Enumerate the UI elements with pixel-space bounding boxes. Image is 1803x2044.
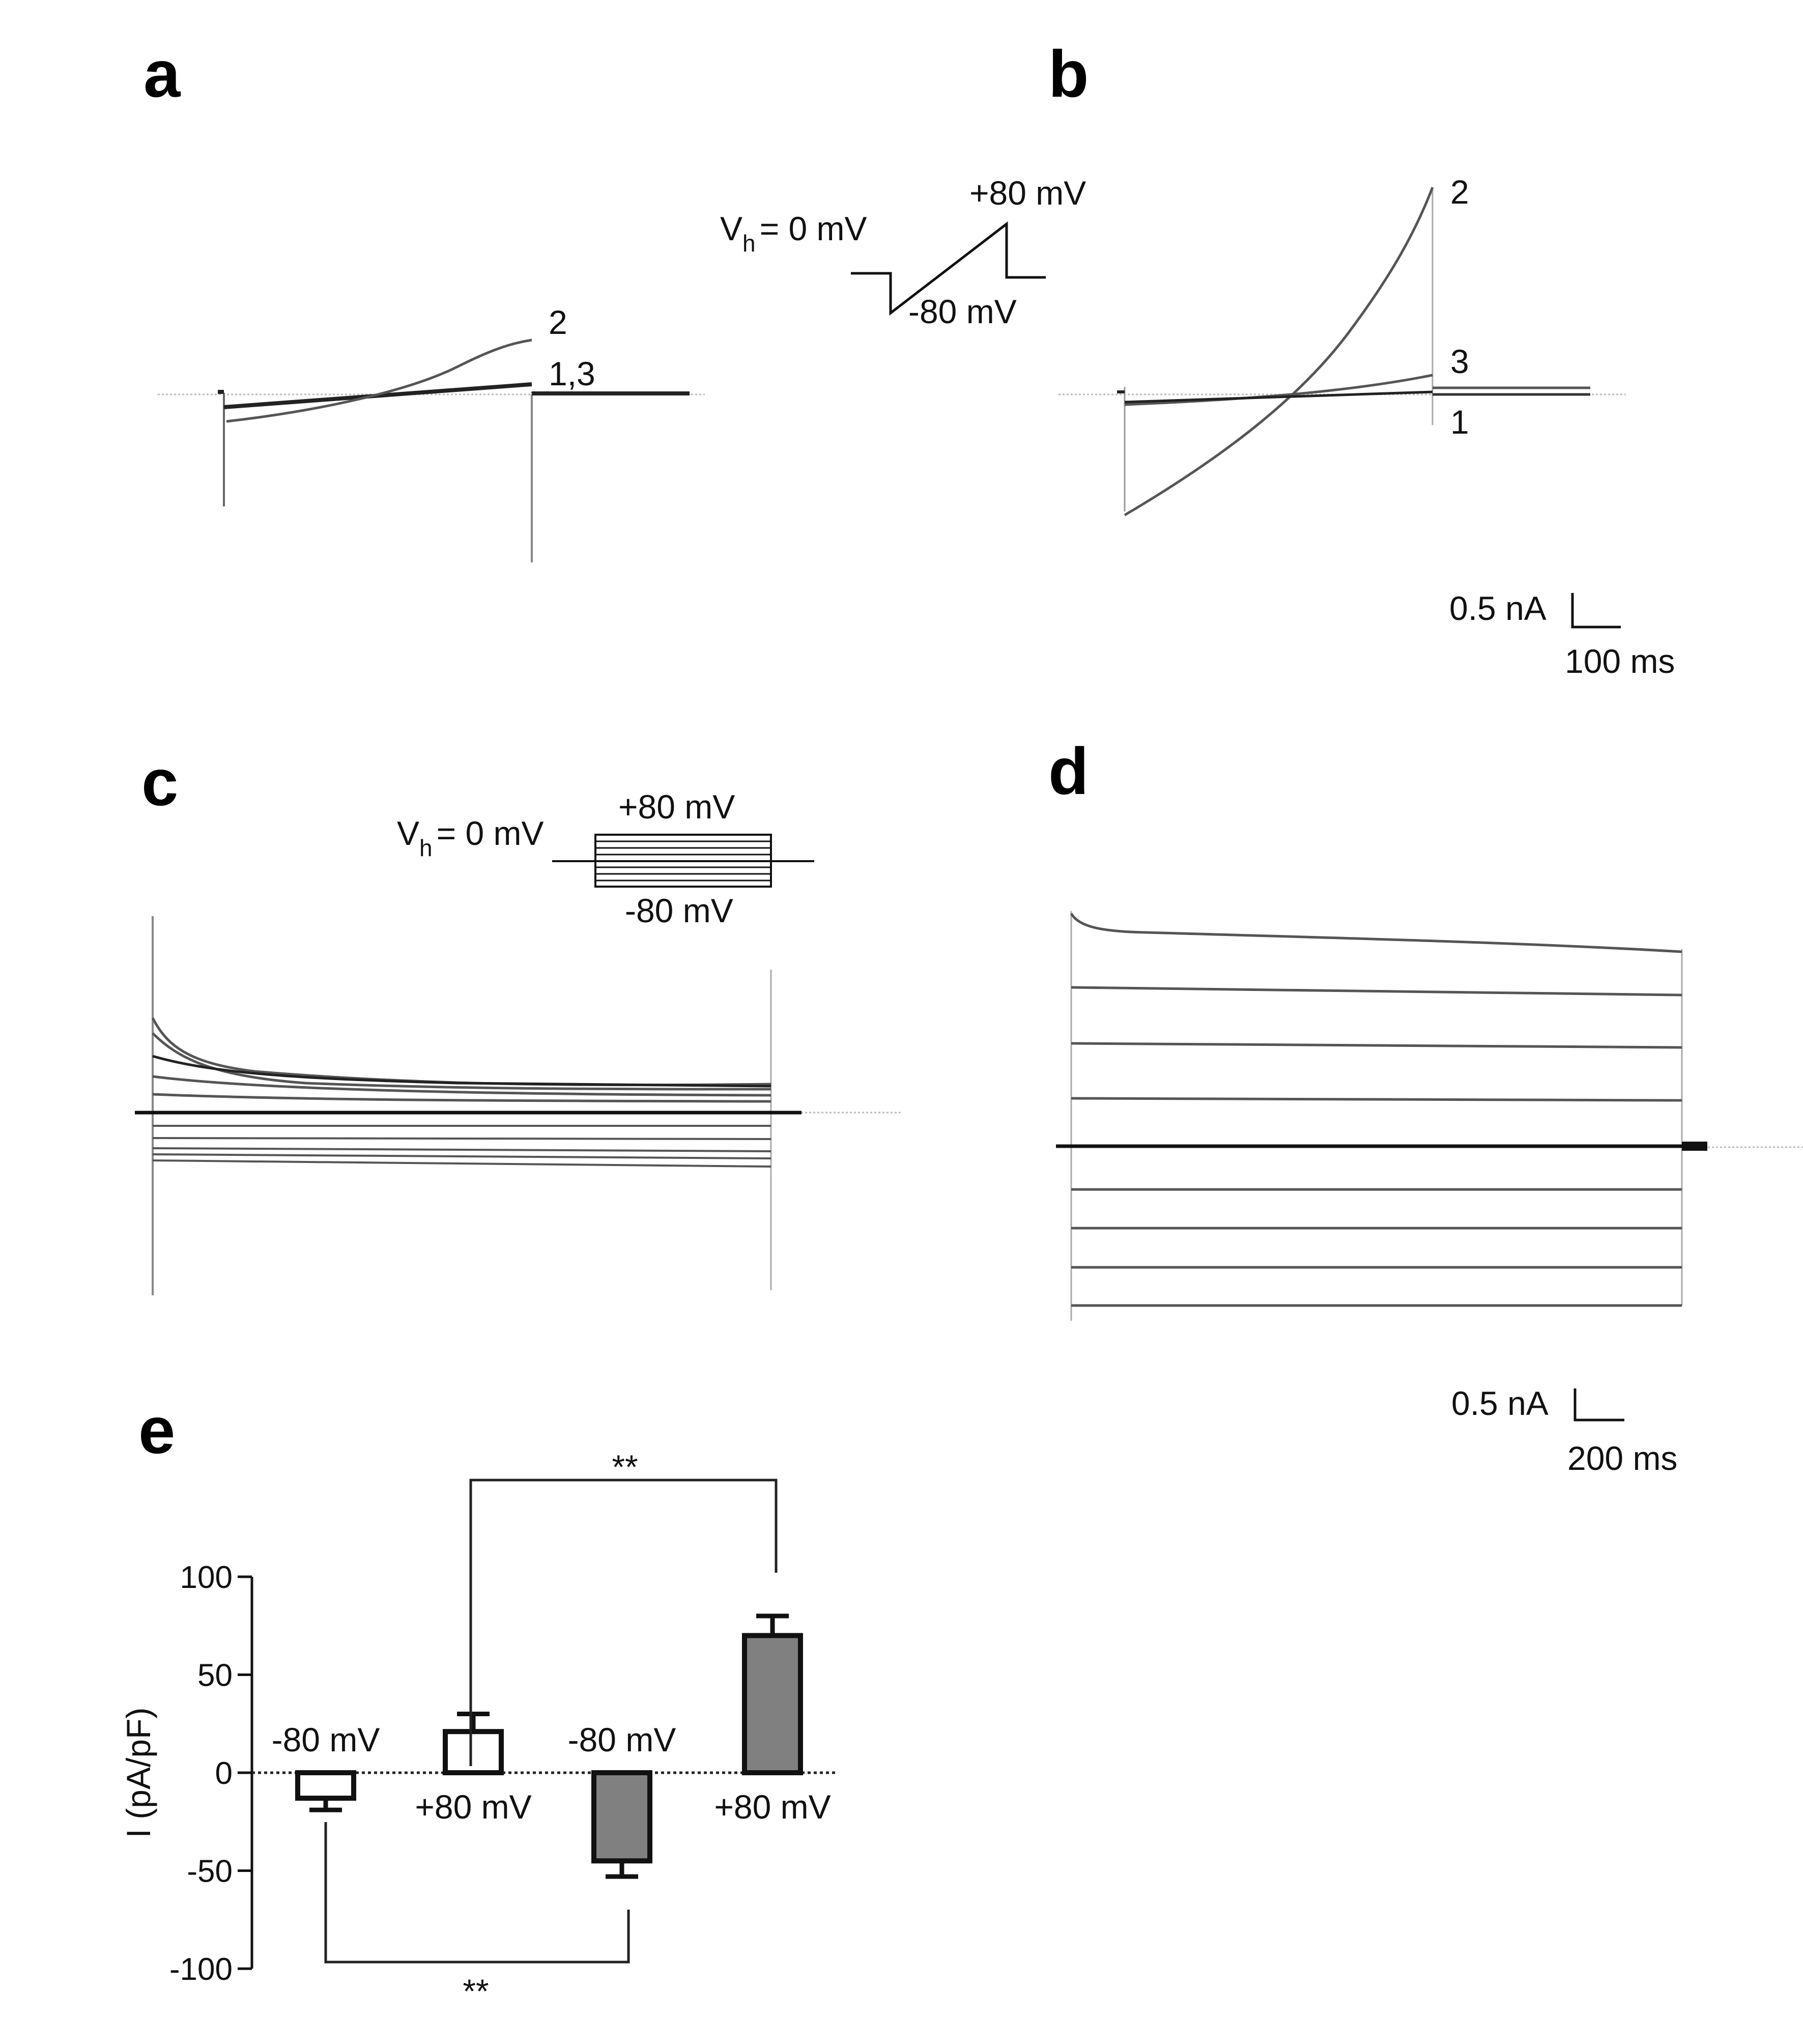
trace-label-2-a: 2 xyxy=(549,303,567,341)
y-ticks: 100 50 0 -50 -100 xyxy=(169,1560,252,1987)
trace-c-4 xyxy=(152,1075,771,1097)
panel-letter-e: e xyxy=(138,1393,175,1467)
bar xyxy=(295,1770,356,1801)
panel-c: c Vh= 0 mV +80 mV -80 mV xyxy=(135,745,901,1295)
category-label: -80 mV xyxy=(568,1721,676,1758)
step-bottom-label-c: -80 mV xyxy=(625,892,733,929)
panel-e: e 100 50 0 -50 -100 -80 mV +80 mV -80 mV +80 mV… xyxy=(120,1393,837,2010)
ramp-bottom-label: -80 mV xyxy=(908,293,1017,330)
bar xyxy=(591,1770,652,1864)
panel-d: d 0.5 nA 200 ms xyxy=(1048,734,1803,1477)
trace-3-b xyxy=(1124,374,1433,406)
trace-2-b xyxy=(1124,187,1434,517)
scale-bar-time-b: 100 ms xyxy=(1565,642,1675,680)
y-tick-label: -100 xyxy=(169,1952,233,1987)
scale-bar-current-d: 0.5 nA xyxy=(1451,1384,1549,1422)
panel-letter-c: c xyxy=(141,745,178,819)
trace-d-3 xyxy=(1071,1042,1682,1049)
panel-b: b 2 3 1 0.5 nA 100 ms xyxy=(1048,37,1675,680)
bar xyxy=(742,1633,803,1775)
panel-a: a 2 1,3 xyxy=(144,37,705,562)
significance-label-bottom: ** xyxy=(463,1972,489,2010)
trace-label-1-b: 1 xyxy=(1450,403,1469,441)
significance-bracket-top xyxy=(469,1479,778,1766)
trace-label-3-b: 3 xyxy=(1450,343,1469,380)
bar xyxy=(443,1729,504,1775)
panel-letter-a: a xyxy=(144,37,181,111)
bar-chart-e: 100 50 0 -50 -100 -80 mV +80 mV -80 mV +80 mV I… xyxy=(120,1448,837,2010)
y-tick-label: -50 xyxy=(187,1854,233,1889)
scale-bar-d: 0.5 nA 200 ms xyxy=(1451,1384,1677,1477)
trace-2-a xyxy=(226,338,532,423)
category-label: -80 mV xyxy=(272,1721,380,1758)
ramp-top-label: +80 mV xyxy=(969,174,1086,212)
scale-bar-current-b: 0.5 nA xyxy=(1449,589,1547,627)
scale-bar-b: 0.5 nA 100 ms xyxy=(1449,589,1675,680)
trace-c-5 xyxy=(152,1093,771,1103)
trace-label-2-b: 2 xyxy=(1450,173,1469,211)
trace-c-2 xyxy=(152,1032,771,1091)
trace-label-1-3-a: 1,3 xyxy=(549,355,595,392)
ramp-protocol: Vh= 0 mV +80 mV -80 mV xyxy=(720,174,1086,330)
significance-bracket-bottom xyxy=(324,1822,630,1964)
trace-d-2 xyxy=(1071,986,1682,997)
panel-letter-d: d xyxy=(1048,734,1089,808)
step-top-label-c: +80 mV xyxy=(618,788,735,826)
y-axis-label: I (pA/pF) xyxy=(120,1708,157,1838)
trace-d-4 xyxy=(1071,1097,1682,1102)
step-protocol-c: Vh= 0 mV +80 mV -80 mV xyxy=(397,788,814,929)
step-vh-label-c: Vh= 0 mV xyxy=(397,814,544,861)
y-tick-label: 0 xyxy=(215,1756,233,1791)
category-label: +80 mV xyxy=(714,1788,831,1826)
significance-label-top: ** xyxy=(612,1448,638,1486)
ramp-vh-label: Vh= 0 mV xyxy=(720,210,867,257)
bars: -80 mV +80 mV -80 mV +80 mV xyxy=(272,1613,831,1879)
scale-bar-time-d: 200 ms xyxy=(1567,1439,1677,1477)
trace-d-1 xyxy=(1070,913,1682,953)
ramp-protocol-waveform xyxy=(851,221,1046,316)
category-label: +80 mV xyxy=(415,1788,531,1826)
trace-c-3 xyxy=(152,1055,771,1088)
y-tick-label: 50 xyxy=(197,1658,233,1693)
trace-1-b xyxy=(1124,390,1433,404)
y-tick-label: 100 xyxy=(180,1560,233,1595)
panel-letter-b: b xyxy=(1048,37,1089,111)
